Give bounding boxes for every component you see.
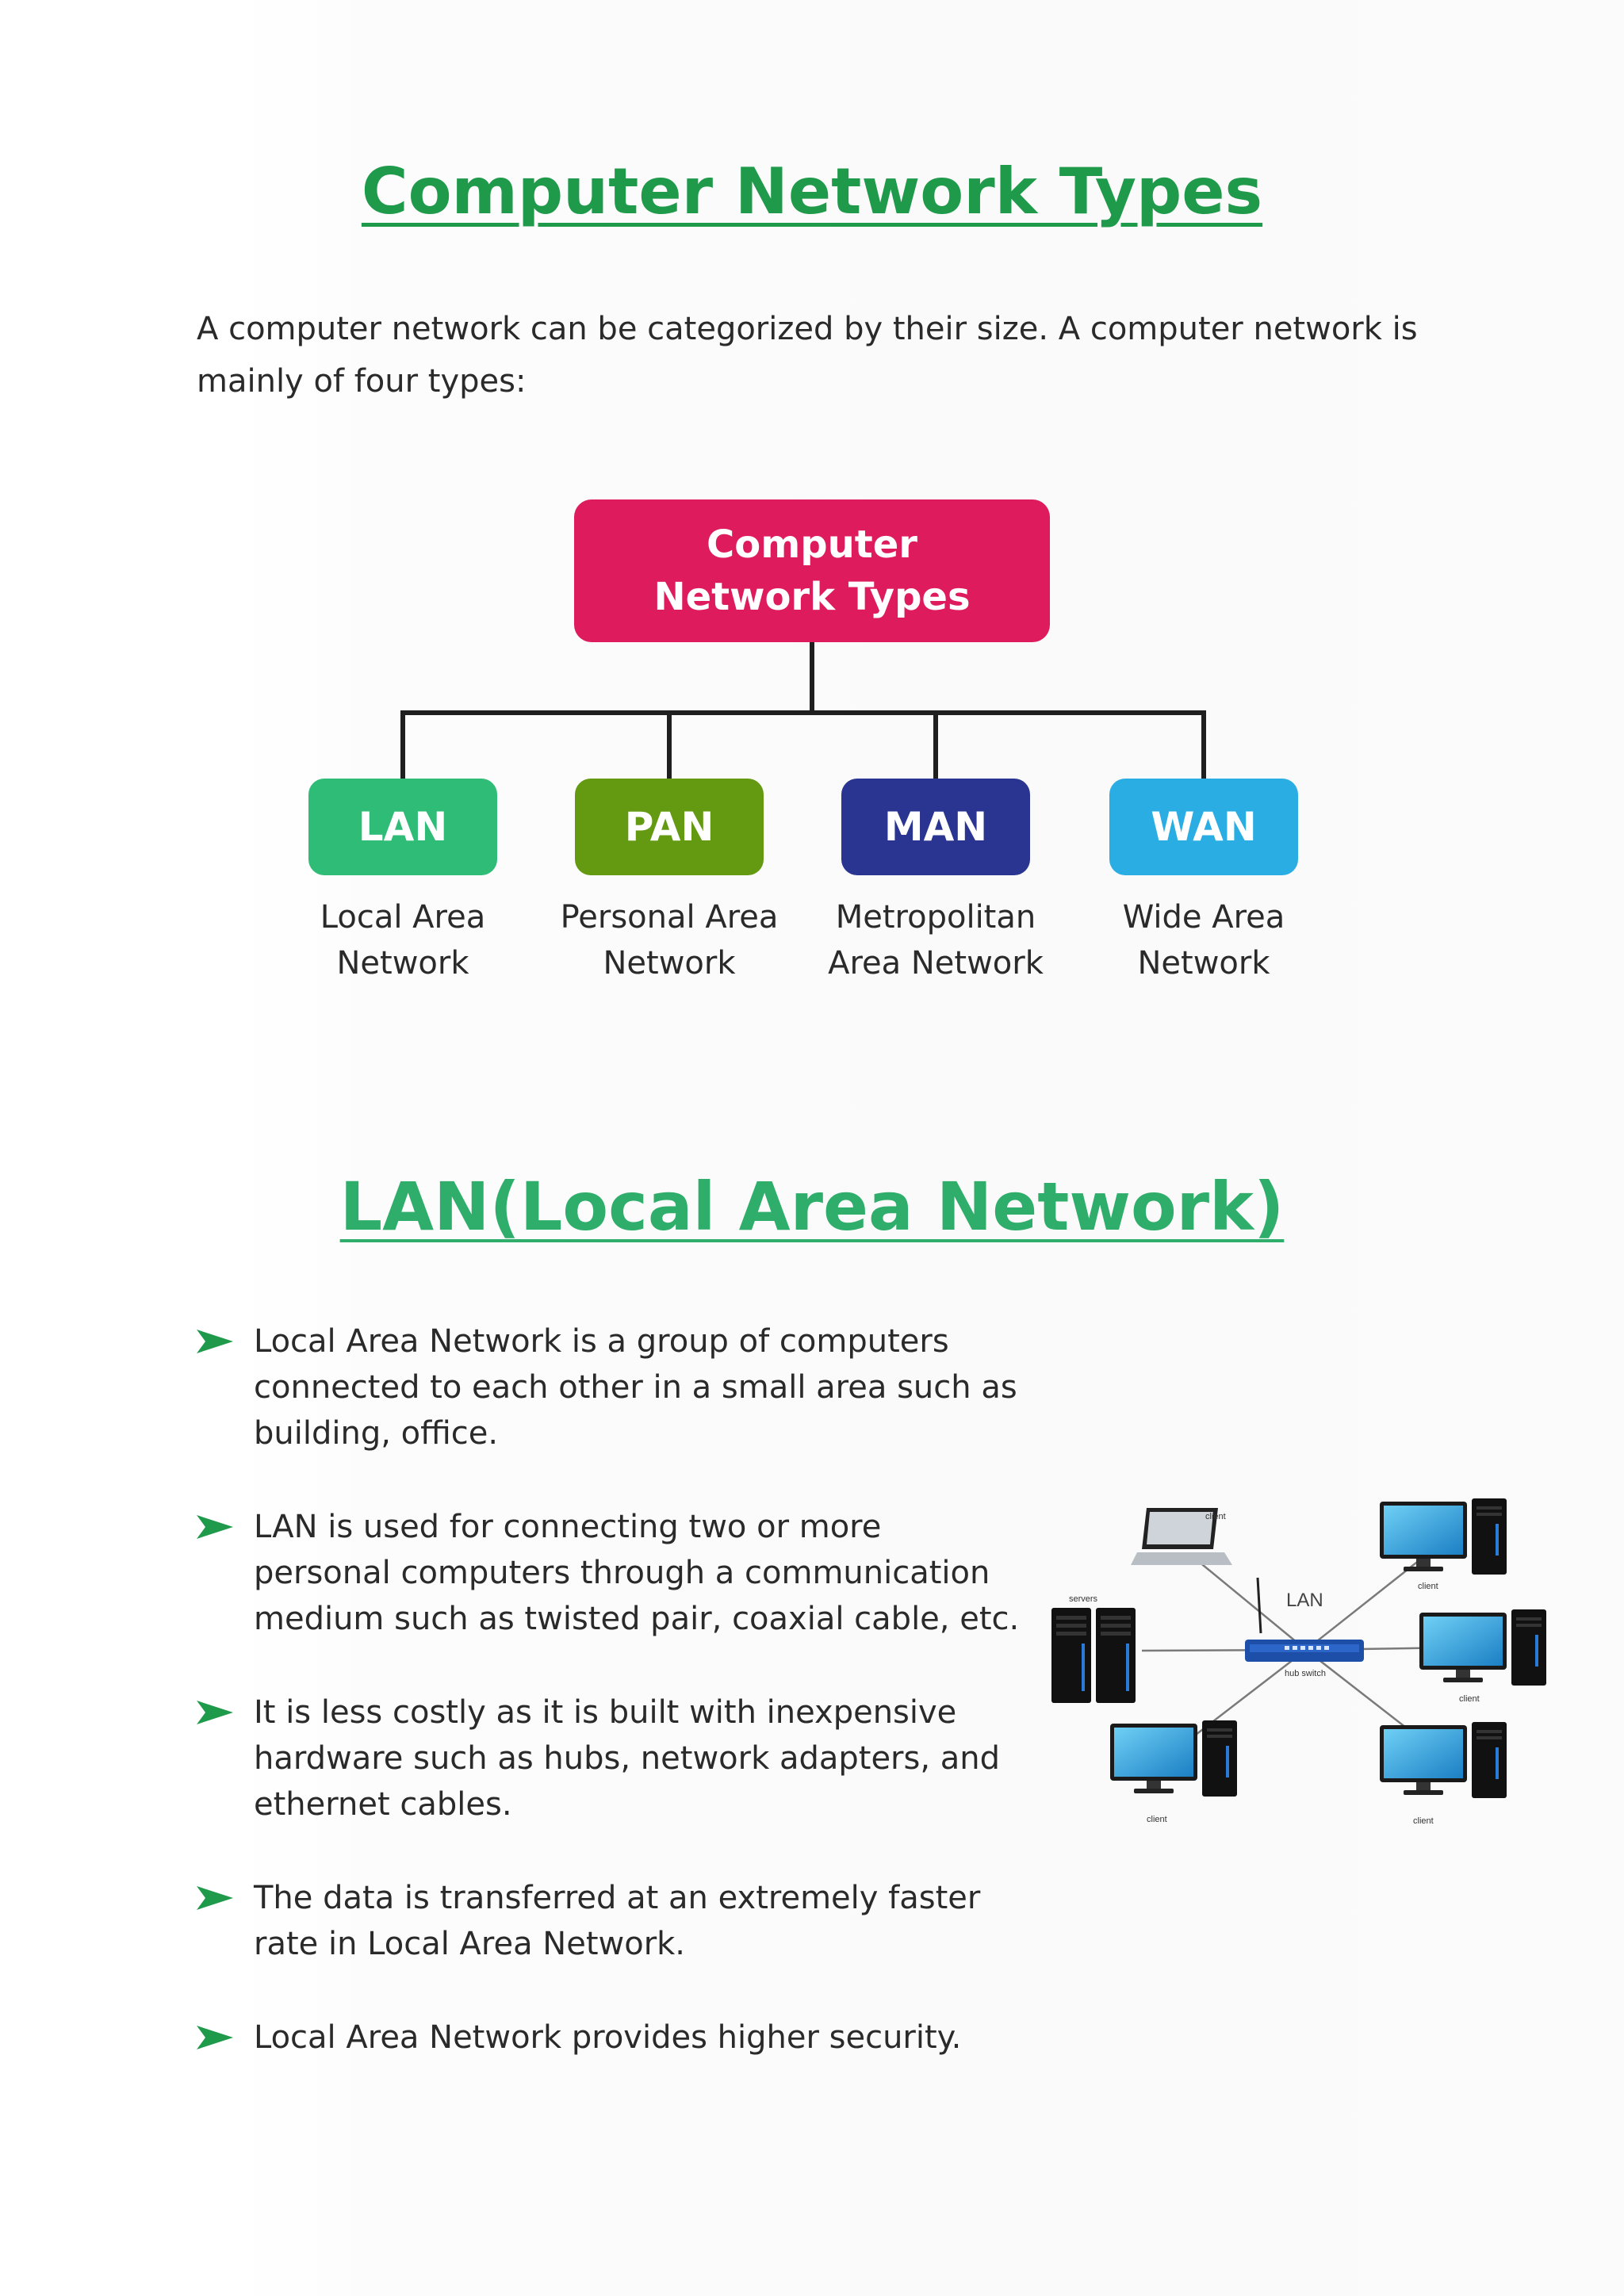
root-node-line1: Computer (707, 522, 917, 567)
caption-line2: Area Network (828, 945, 1044, 982)
bullet-line: The data is transferred at an extremely … (254, 1880, 981, 1916)
client-label: client (1205, 1512, 1226, 1521)
tree-connector-vertical-root (810, 642, 814, 715)
bullet-line: medium such as twisted pair, coaxial cab… (254, 1601, 1020, 1637)
bullet-line: connected to each other in a small area … (254, 1369, 1017, 1406)
tree-connector-lan (400, 710, 405, 779)
intro-paragraph: A computer network can be categorized by… (197, 311, 1418, 400)
node-pan: PAN (575, 779, 764, 875)
desktop-computer-icon (1380, 1498, 1507, 1575)
client-label: client (1418, 1582, 1438, 1591)
caption-line1: Local Area (320, 899, 486, 936)
bullet-line: Local Area Network is a group of compute… (254, 1323, 949, 1360)
bullet-line: It is less costly as it is built with in… (254, 1694, 957, 1731)
tree-connector-pan (667, 710, 672, 779)
client-label: client (1147, 1815, 1167, 1824)
caption-line2: Network (1137, 945, 1270, 982)
bullet-line: personal computers through a communicati… (254, 1555, 990, 1591)
tree-connector-man (933, 710, 938, 779)
node-caption-lan: Local Area Network (276, 894, 530, 986)
caption-line1: Metropolitan (835, 899, 1036, 936)
bullet-item: Local Area Network is a group of compute… (197, 1318, 1053, 1456)
lan-topology-illustration: client servers hub switch LAN client cli… (1051, 1498, 1546, 1826)
bullet-line: rate in Local Area Network. (254, 1926, 686, 1962)
root-node-computer-network-types: Computer Network Types (574, 499, 1050, 642)
node-lan: LAN (308, 779, 497, 875)
tree-connector-horizontal (400, 710, 1206, 715)
node-caption-wan: Wide Area Network (1077, 894, 1331, 986)
section-title-lan: LAN(Local Area Network) (339, 1168, 1285, 1246)
desktop-computer-icon (1110, 1720, 1237, 1797)
desktop-computer-icon (1419, 1609, 1546, 1686)
servers-icon (1051, 1608, 1136, 1703)
arrow-bullet-icon (197, 2015, 254, 2061)
node-man: MAN (841, 779, 1030, 875)
node-caption-pan: Personal Area Network (542, 894, 796, 986)
bullet-item: It is less costly as it is built with in… (197, 1689, 1053, 1827)
client-label: client (1459, 1694, 1480, 1704)
desktop-computer-icon (1380, 1722, 1507, 1798)
lan-center-label: LAN (1286, 1590, 1323, 1611)
hub-switch-label: hub switch (1285, 1669, 1326, 1678)
bullet-line: building, office. (254, 1415, 499, 1452)
node-wan: WAN (1109, 779, 1298, 875)
bullet-item: The data is transferred at an extremely … (197, 1875, 1053, 1967)
bullet-line: ethernet cables. (254, 1786, 512, 1823)
caption-line2: Network (603, 945, 736, 982)
caption-line1: Personal Area (560, 899, 779, 936)
laptop-icon (1131, 1508, 1232, 1565)
tree-connector-wan (1201, 710, 1206, 779)
bullet-line: hardware such as hubs, network adapters,… (254, 1740, 1001, 1777)
root-node-line2: Network Types (653, 575, 971, 619)
page-title: Computer Network Types (361, 155, 1263, 228)
arrow-bullet-icon (197, 1689, 254, 1735)
bullet-item: Local Area Network provides higher secur… (197, 2015, 1053, 2061)
bullet-item: LAN is used for connecting two or more p… (197, 1504, 1053, 1642)
caption-line1: Wide Area (1122, 899, 1285, 936)
bullet-line: LAN is used for connecting two or more (254, 1509, 882, 1545)
client-label: client (1413, 1816, 1434, 1826)
arrow-bullet-icon (197, 1318, 254, 1364)
arrow-bullet-icon (197, 1504, 254, 1550)
bullet-line: Local Area Network provides higher secur… (254, 2019, 962, 2056)
hub-switch-icon (1245, 1577, 1364, 1662)
node-caption-man: Metropolitan Area Network (809, 894, 1063, 986)
servers-label: servers (1069, 1594, 1098, 1604)
arrow-bullet-icon (197, 1875, 254, 1921)
caption-line2: Network (336, 945, 469, 982)
